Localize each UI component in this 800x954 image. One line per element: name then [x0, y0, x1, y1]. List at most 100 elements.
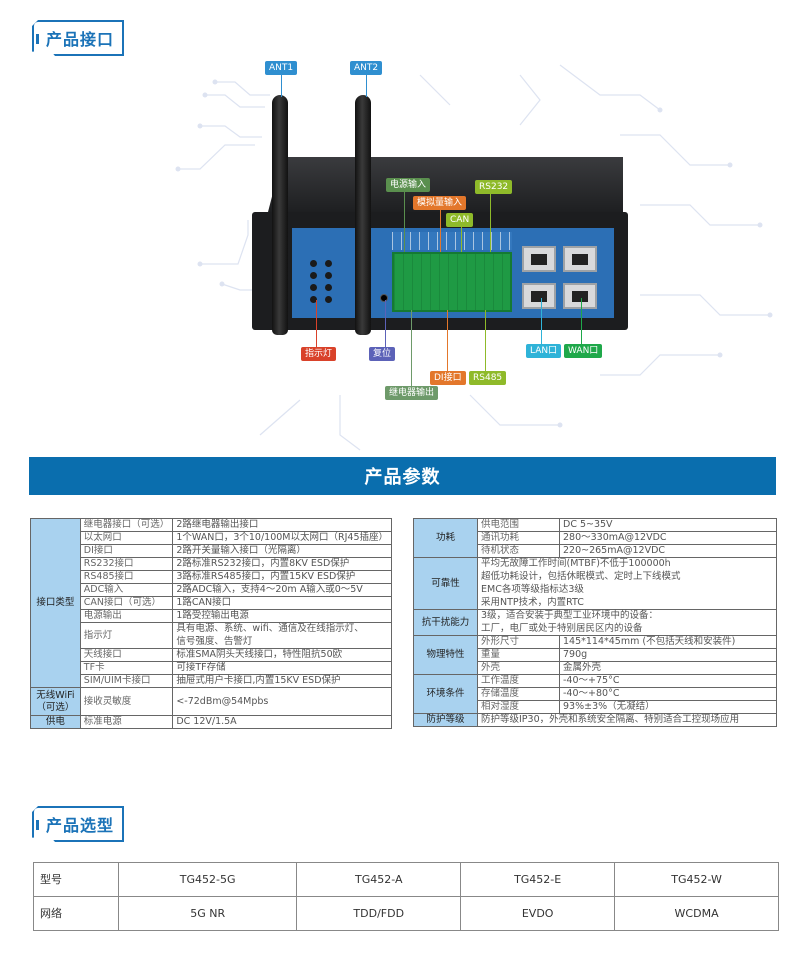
ethernet-port-lan	[522, 283, 556, 309]
group-label-power: 供电	[30, 715, 81, 729]
param-name: 标准电源	[79, 715, 174, 729]
group-label-interfaces: 接口类型	[30, 518, 81, 688]
label-can: CAN	[446, 213, 474, 227]
reset-button	[380, 294, 388, 302]
params-banner: 产品参数	[29, 457, 776, 495]
table-row: CAN接口（可选） 1路CAN接口	[31, 596, 392, 610]
table-row: 相对湿度 93%±3%（无凝结）	[414, 700, 777, 714]
model-cell: TG452-5G	[117, 862, 298, 897]
table-row: 指示灯 具有电源、系统、wifi、通信及在线指示灯、	[31, 622, 392, 649]
param-value: 280～330mA@12VDC	[559, 531, 777, 545]
label-rs232: RS232	[475, 180, 513, 194]
params-title: 产品参数	[364, 467, 441, 488]
label-power-in: 电源输入	[386, 178, 431, 192]
param-value: 抽屉式用户卡接口,内置15KV ESD保护	[172, 674, 392, 688]
table-row: 待机状态 220~265mA@12VDC	[414, 544, 777, 558]
param-name: 待机状态	[477, 544, 560, 558]
table-row: 可靠性 平均无故障工作时间(MTBF)不低于100000h	[413, 557, 777, 610]
label-wan: WAN口	[564, 344, 603, 358]
param-name: RS232接口	[79, 557, 174, 571]
param-name: DI接口	[79, 544, 174, 558]
param-name: CAN接口（可选）	[79, 596, 174, 610]
param-name: 以太网口	[79, 531, 174, 545]
callout-line-ant2	[366, 73, 367, 97]
param-value: 1个WAN口，3个10/100M以太网口（RJ45插座）	[172, 531, 392, 545]
label-indicator: 指示灯	[301, 347, 337, 361]
ethernet-port-lan2	[522, 246, 556, 272]
param-name: SIM/UIM卡接口	[79, 674, 174, 688]
callout-line-rs485	[485, 310, 486, 372]
table-row: 天线接口 标准SMA阴头天线接口，特性阻抗50欧	[31, 648, 392, 662]
param-line: 平均无故障工作时间(MTBF)不低于100000h	[477, 557, 777, 571]
model-cell: TG452-E	[460, 862, 616, 897]
table-row: 抗干扰能力 3级，适合安装于典型工业环境中的设备：	[413, 609, 777, 636]
param-value: <-72dBm@54Mpbs	[172, 687, 392, 716]
section-tag-interfaces: 产品接口	[32, 20, 124, 56]
table-row: 环境条件 工作温度 -40～+75°C	[413, 674, 777, 714]
label-rs485: RS485	[469, 371, 507, 385]
table-row: 供电 标准电源 DC 12V/1.5A	[30, 715, 392, 729]
network-cell: EVDO	[460, 896, 616, 931]
param-name: 外壳	[477, 661, 560, 675]
antenna-2	[355, 95, 371, 335]
model-cell: TG452-A	[296, 862, 462, 897]
param-value: 可接TF存储	[172, 661, 392, 675]
param-name: 通讯功耗	[477, 531, 560, 545]
param-name: 供电范围	[477, 518, 560, 532]
table-row: RS232接口 2路标准RS232接口，内置8KV ESD保护	[31, 557, 392, 571]
ethernet-port-wan	[563, 283, 597, 309]
group-label-environment: 环境条件	[413, 674, 478, 714]
table-row: 存储温度 -40～+80°C	[414, 687, 777, 701]
label-lan: LAN口	[526, 344, 562, 358]
param-name: RS485接口	[79, 570, 174, 584]
group-label-anti-interference: 抗干扰能力	[413, 609, 478, 636]
group-label-reliability: 可靠性	[413, 557, 478, 610]
table-row: 防护等级 防护等级IP30，外壳和系统安全隔离、特别适合工控现场应用	[413, 713, 777, 727]
group-label-physical: 物理特性	[413, 635, 478, 675]
network-cell: TDD/FDD	[296, 896, 462, 931]
table-row-network: 网络 5G NR TDD/FDD EVDO WCDMA	[33, 896, 779, 931]
callout-line-wan	[581, 298, 582, 344]
param-line: 采用NTP技术，内置RTC	[477, 596, 777, 610]
callout-line-di	[447, 310, 448, 372]
param-value: 220~265mA@12VDC	[559, 544, 777, 558]
param-value: 2路ADC输入，支持4～20m A输入或0～5V	[172, 583, 392, 597]
param-name: TF卡	[79, 661, 174, 675]
section-title-interfaces: 产品接口	[46, 30, 115, 49]
param-value: DC 5~35V	[559, 518, 777, 532]
indicator-leds	[310, 260, 334, 303]
table-row: ADC输入 2路ADC输入，支持4～20m A输入或0～5V	[31, 583, 392, 597]
callout-line-power-in	[404, 190, 405, 252]
param-name: 外形尺寸	[477, 635, 560, 649]
param-name: 存储温度	[477, 687, 560, 701]
terminal-pin-labels	[392, 232, 512, 250]
param-name: 指示灯	[79, 622, 174, 649]
table-row: 以太网口 1个WAN口，3个10/100M以太网口（RJ45插座）	[31, 531, 392, 545]
param-value: 3路标准RS485接口，内置15KV ESD保护	[172, 570, 392, 584]
callout-line-ant1	[281, 73, 282, 97]
param-value: 1路受控输出电源	[172, 609, 392, 623]
model-selection-table: 型号 TG452-5G TG452-A TG452-E TG452-W 网络 5…	[33, 862, 779, 931]
label-di: DI接口	[430, 371, 466, 385]
circuit-background-decoration	[175, 64, 773, 451]
param-value: DC 12V/1.5A	[172, 715, 392, 729]
label-analog-in: 模拟量输入	[413, 196, 467, 210]
param-name: 继电器接口（可选）	[79, 518, 174, 532]
label-ant1: ANT1	[265, 61, 298, 75]
table-row: 接口类型 继电器接口（可选） 2路继电器输出接口	[30, 518, 392, 688]
param-name: 工作温度	[477, 674, 560, 688]
param-value: 2路开关量输入接口（光隔离）	[172, 544, 392, 558]
callout-line-rs232	[490, 190, 491, 252]
param-value: 93%±3%（无凝结）	[559, 700, 777, 714]
param-value: 防护等级IP30，外壳和系统安全隔离、特别适合工控现场应用	[477, 713, 777, 727]
param-value-cont: 信号强度、告警灯	[172, 635, 392, 649]
param-value: 具有电源、系统、wifi、通信及在线指示灯、	[172, 622, 392, 636]
param-value: -40～+75°C	[559, 674, 777, 688]
param-value: 1路CAN接口	[172, 596, 392, 610]
param-line: 工厂，电厂或处于特别居民区内的设备	[477, 622, 777, 636]
table-row: TF卡 可接TF存储	[31, 661, 392, 675]
callout-line-can	[461, 224, 462, 252]
ethernet-port-lan1	[563, 246, 597, 272]
table-row: 电源输出 1路受控输出电源	[31, 609, 392, 623]
param-name: 接收灵敏度	[79, 687, 174, 716]
